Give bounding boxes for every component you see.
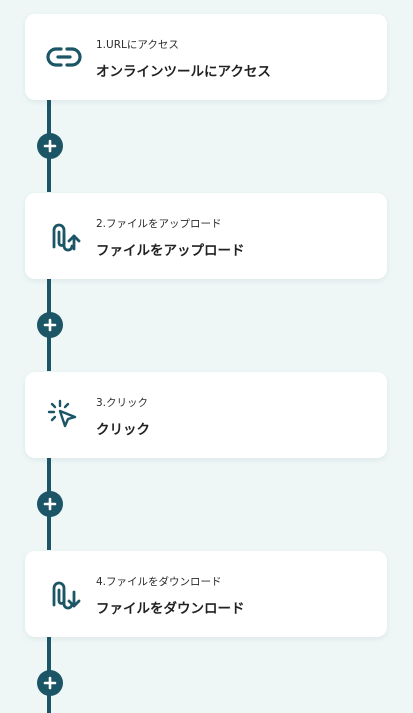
paperclip-download-icon [44, 574, 84, 614]
step-card-1[interactable]: 1.URLにアクセス オンラインツールにアクセス [25, 14, 387, 100]
cursor-click-icon [44, 395, 84, 435]
plus-icon [43, 676, 57, 690]
step-label: 3.クリック [96, 397, 149, 409]
step-title: オンラインツールにアクセス [96, 64, 271, 80]
step-card-4[interactable]: 4.ファイルをダウンロード ファイルをダウンロード [25, 551, 387, 637]
plus-icon [43, 497, 57, 511]
step-label: 4.ファイルをダウンロード [96, 576, 222, 588]
step-label: 2.ファイルをアップロード [96, 218, 222, 230]
step-label: 1.URLにアクセス [96, 39, 179, 51]
step-title: クリック [96, 422, 150, 438]
plus-icon [43, 139, 57, 153]
paperclip-upload-icon [44, 216, 84, 256]
add-step-button[interactable] [37, 312, 63, 338]
step-title: ファイルをアップロード [96, 243, 245, 259]
add-step-button[interactable] [37, 133, 63, 159]
step-card-2[interactable]: 2.ファイルをアップロード ファイルをアップロード [25, 193, 387, 279]
link-icon [44, 37, 84, 77]
step-title: ファイルをダウンロード [96, 601, 245, 617]
add-step-button[interactable] [37, 491, 63, 517]
add-step-button[interactable] [37, 670, 63, 696]
step-card-3[interactable]: 3.クリック クリック [25, 372, 387, 458]
plus-icon [43, 318, 57, 332]
